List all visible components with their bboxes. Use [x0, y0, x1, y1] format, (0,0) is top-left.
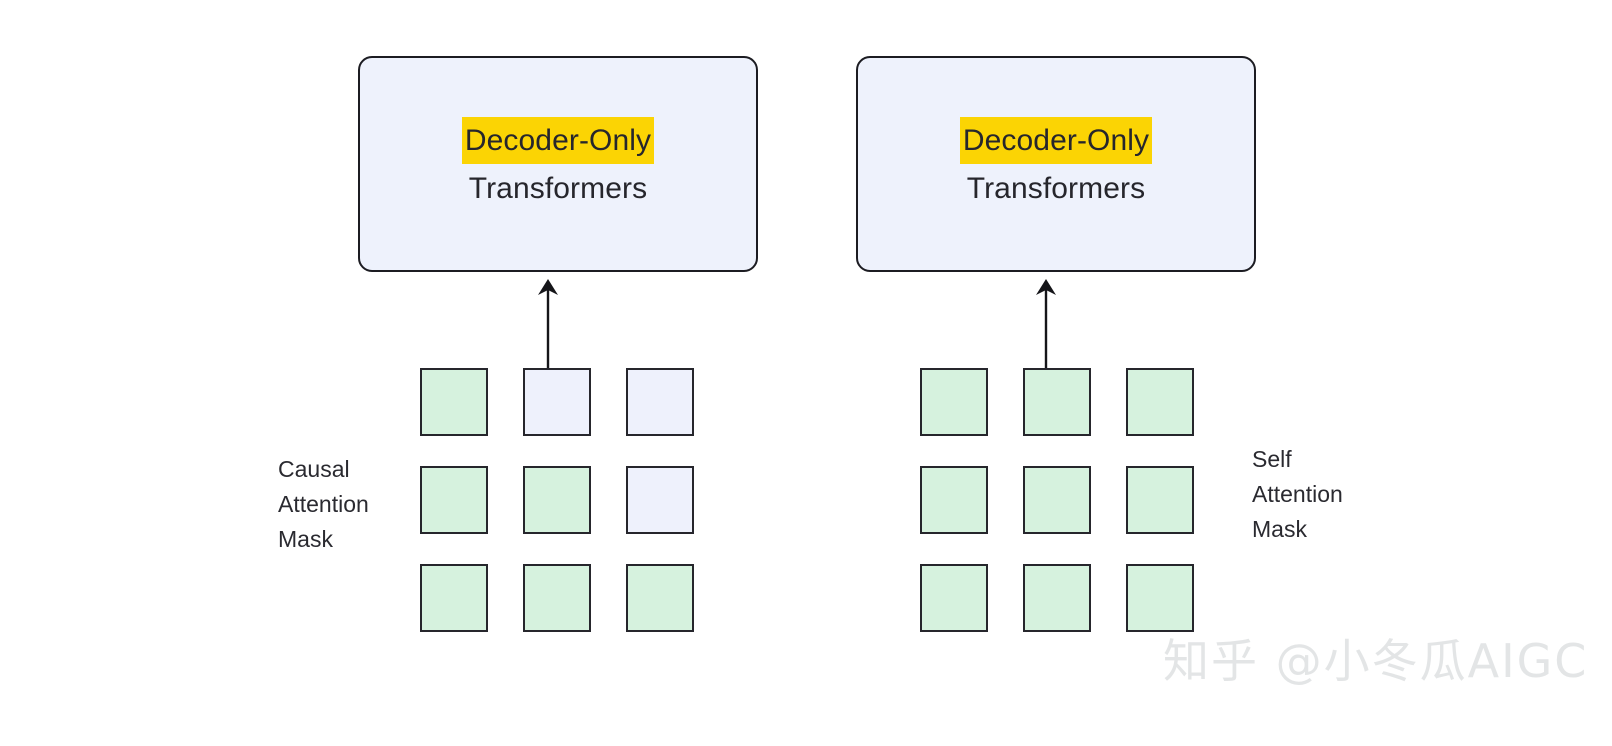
mask-cell	[1126, 466, 1194, 534]
mask-cell	[626, 564, 694, 632]
model-box-left-subtitle: Transformers	[468, 172, 648, 205]
mask-cell	[523, 466, 591, 534]
mask-cell	[626, 466, 694, 534]
model-box-left: Decoder-Only Transformers	[358, 56, 758, 272]
mask-cell	[1126, 564, 1194, 632]
causal-mask-label-line-2: Attention	[278, 491, 369, 517]
self-mask-label-line-1: Self	[1252, 446, 1292, 472]
mask-cell	[1023, 368, 1091, 436]
mask-cell	[420, 564, 488, 632]
model-box-right-subtitle: Transformers	[966, 172, 1146, 205]
mask-cell	[626, 368, 694, 436]
self-mask-label-line-2: Attention	[1252, 481, 1343, 507]
watermark: 知乎 @小冬瓜AIGC	[1163, 634, 1589, 688]
mask-cell	[1023, 564, 1091, 632]
up-arrow-icon-left	[538, 279, 558, 368]
mask-cell	[920, 564, 988, 632]
mask-cell	[523, 564, 591, 632]
self-attention-mask-label: Self Attention Mask	[1252, 442, 1343, 547]
up-arrow-icon-right	[1036, 279, 1056, 368]
self-attention-mask-grid	[920, 368, 1194, 632]
self-mask-label-line-3: Mask	[1252, 516, 1307, 542]
mask-cell	[1023, 466, 1091, 534]
mask-cell	[920, 466, 988, 534]
model-box-right-title-highlight: Decoder-Only	[959, 117, 1153, 164]
mask-cell	[523, 368, 591, 436]
model-box-right: Decoder-Only Transformers	[856, 56, 1256, 272]
mask-cell	[1126, 368, 1194, 436]
mask-cell	[420, 466, 488, 534]
mask-cell	[920, 368, 988, 436]
causal-mask-label-line-1: Causal	[278, 456, 350, 482]
causal-mask-label-line-3: Mask	[278, 526, 333, 552]
mask-cell	[420, 368, 488, 436]
causal-attention-mask-grid	[420, 368, 694, 632]
causal-attention-mask-label: Causal Attention Mask	[278, 452, 369, 557]
model-box-left-title-highlight: Decoder-Only	[461, 117, 655, 164]
